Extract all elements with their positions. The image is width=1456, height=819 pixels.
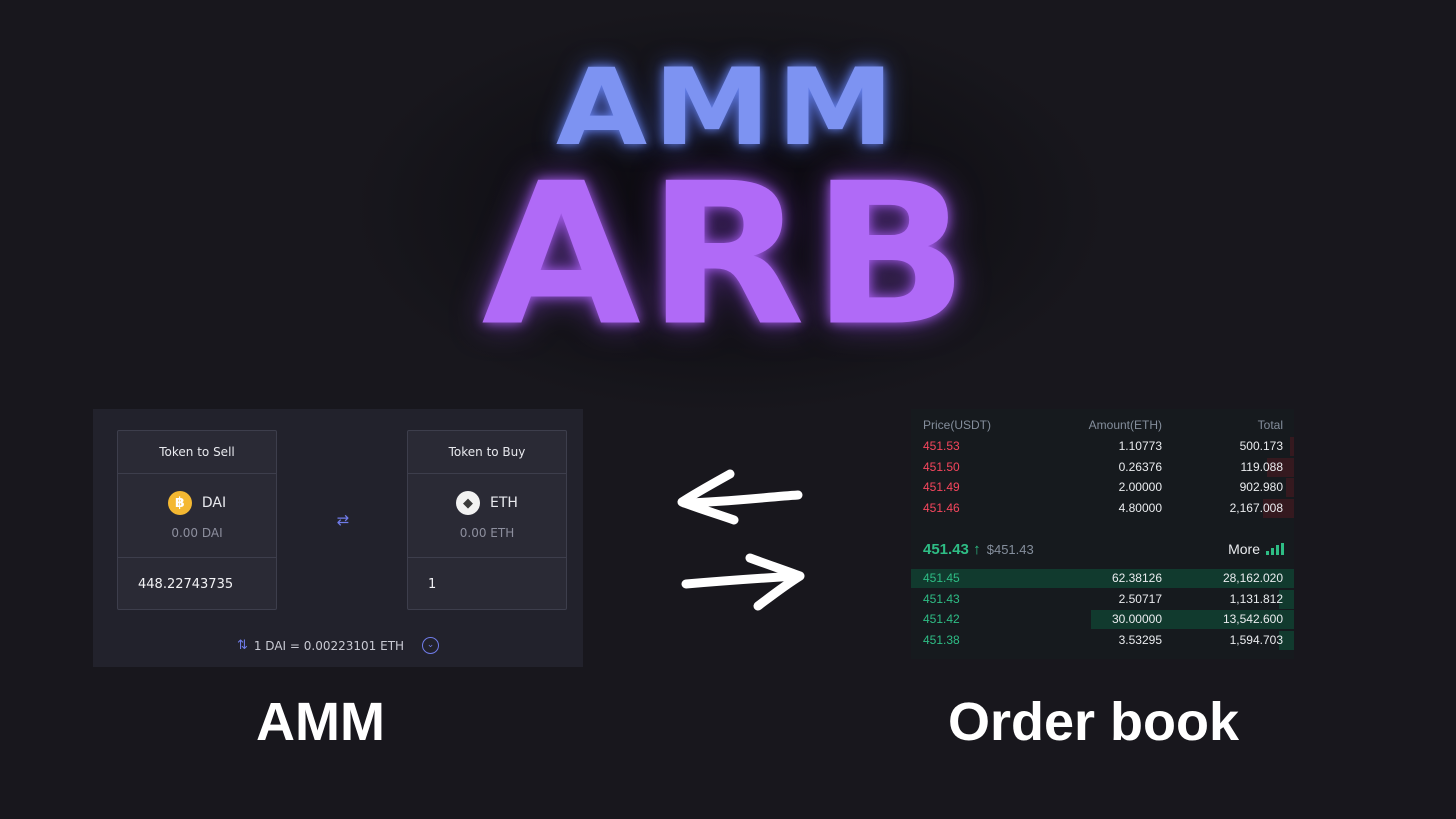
- sell-amount-input[interactable]: [136, 576, 258, 593]
- buy-token-symbol: ETH: [490, 495, 518, 511]
- ask-amount: 1.10773: [1118, 439, 1162, 453]
- sell-token-balance: 0.00 DAI: [171, 526, 223, 540]
- bid-amount: 3.53295: [1118, 632, 1162, 647]
- last-price-usd: $451.43: [986, 542, 1034, 557]
- rate-flip-icon[interactable]: ⇅: [236, 638, 248, 653]
- title-arb: ARB: [481, 141, 975, 369]
- eth-coin-icon: ◆: [456, 491, 481, 515]
- bid-depth-bar: [911, 569, 1294, 588]
- dai-coin-icon: ฿: [167, 491, 192, 515]
- order-book-header: Price(USDT) Amount(ETH) Total: [923, 418, 1284, 434]
- bid-row[interactable]: 451.43 2.50717 1,131.812: [911, 589, 1294, 609]
- swap-arrows-icon[interactable]: ⇄: [336, 511, 350, 529]
- title-glow-backdrop: [360, 10, 1100, 410]
- bid-price: 451.43: [923, 591, 960, 606]
- sell-token-symbol: DAI: [201, 495, 227, 511]
- bid-depth-bar: [1279, 630, 1294, 650]
- token-to-sell-card: Token to Sell ฿ DAI 0.00 DAI: [117, 430, 277, 610]
- bid-price: 451.42: [923, 612, 960, 626]
- ask-price: 451.50: [923, 459, 960, 474]
- ask-row[interactable]: 451.46 4.80000 2,167.008: [911, 498, 1294, 518]
- token-to-buy-selector[interactable]: ◆ ETH 0.00 ETH: [408, 474, 566, 558]
- ask-total: 119.088: [1240, 459, 1284, 474]
- order-book-panel: Price(USDT) Amount(ETH) Total 451.53 1.10…: [911, 409, 1294, 659]
- token-to-buy-header: Token to Buy: [408, 431, 566, 474]
- ask-total: 2,167.008: [1229, 500, 1283, 515]
- bid-amount: 2.50717: [1118, 591, 1162, 606]
- bid-row[interactable]: 451.42 30.00000 13,542.600: [911, 610, 1294, 629]
- ask-total: 902.980: [1239, 480, 1283, 494]
- label-amm: AMM: [256, 692, 385, 752]
- buy-token-balance: 0.00 ETH: [459, 526, 515, 540]
- ask-depth-bar: [1263, 498, 1294, 518]
- bid-total: 28,162.020: [1222, 571, 1283, 585]
- ask-row[interactable]: 451.50 0.26376 119.088: [911, 457, 1294, 477]
- ask-amount: 0.26376: [1118, 459, 1162, 474]
- ask-depth-bar: [1267, 457, 1294, 477]
- ask-depth-bar: [1290, 437, 1294, 456]
- exchange-rate-text: 1 DAI = 0.00223101 ETH: [253, 638, 405, 653]
- label-order-book: Order book: [948, 692, 1240, 752]
- price-up-icon: ↑: [973, 541, 981, 558]
- token-to-sell-header: Token to Sell: [118, 431, 276, 474]
- ask-row[interactable]: 451.49 2.00000 902.980: [911, 478, 1294, 497]
- chevron-down-icon[interactable]: ⌄: [422, 637, 440, 654]
- ask-row[interactable]: 451.53 1.10773 500.173: [911, 437, 1294, 456]
- bid-row[interactable]: 451.38 3.53295 1,594.703: [911, 630, 1294, 650]
- bid-depth-bar: [1279, 589, 1294, 609]
- price-column-header: Price(USDT): [923, 418, 991, 432]
- ask-amount: 4.80000: [1118, 500, 1162, 515]
- token-to-buy-card: Token to Buy ◆ ETH 0.00 ETH: [407, 430, 567, 610]
- amm-swap-panel: Token to Sell ฿ DAI 0.00 DAI ⇄ Token to …: [93, 409, 583, 667]
- signal-bars-icon: [1266, 543, 1284, 555]
- exchange-rate: ⇅ 1 DAI = 0.00223101 ETH ⌄: [93, 637, 583, 654]
- last-price-row: 451.43 ↑ $451.43 More: [923, 541, 1284, 561]
- bid-amount: 30.00000: [1111, 612, 1162, 626]
- arrow-left-icon: [677, 469, 803, 525]
- bid-total: 1,131.812: [1229, 591, 1283, 606]
- ask-price: 451.49: [923, 480, 960, 494]
- title-amm: AMM: [555, 44, 901, 170]
- ask-depth-bar: [1286, 478, 1294, 497]
- bid-price: 451.38: [923, 632, 960, 647]
- token-to-sell-selector[interactable]: ฿ DAI 0.00 DAI: [118, 474, 276, 558]
- bid-row[interactable]: 451.45 62.38126 28,162.020: [911, 569, 1294, 588]
- buy-amount-input[interactable]: [426, 576, 548, 593]
- bid-total: 13,542.600: [1222, 612, 1283, 626]
- bid-depth-bar: [1091, 610, 1294, 629]
- bid-total: 1,594.703: [1229, 632, 1283, 647]
- amount-column-header: Amount(ETH): [1088, 418, 1162, 432]
- last-price: 451.43: [923, 541, 969, 558]
- ask-price: 451.53: [923, 439, 960, 453]
- ask-amount: 2.00000: [1118, 480, 1162, 494]
- more-button[interactable]: More: [1228, 541, 1284, 557]
- arrow-right-icon: [681, 553, 805, 611]
- more-label: More: [1228, 541, 1260, 557]
- bid-price: 451.45: [923, 571, 960, 585]
- ask-price: 451.46: [923, 500, 960, 515]
- total-column-header: Total: [1257, 418, 1283, 432]
- bid-amount: 62.38126: [1111, 571, 1162, 585]
- ask-total: 500.173: [1239, 439, 1283, 453]
